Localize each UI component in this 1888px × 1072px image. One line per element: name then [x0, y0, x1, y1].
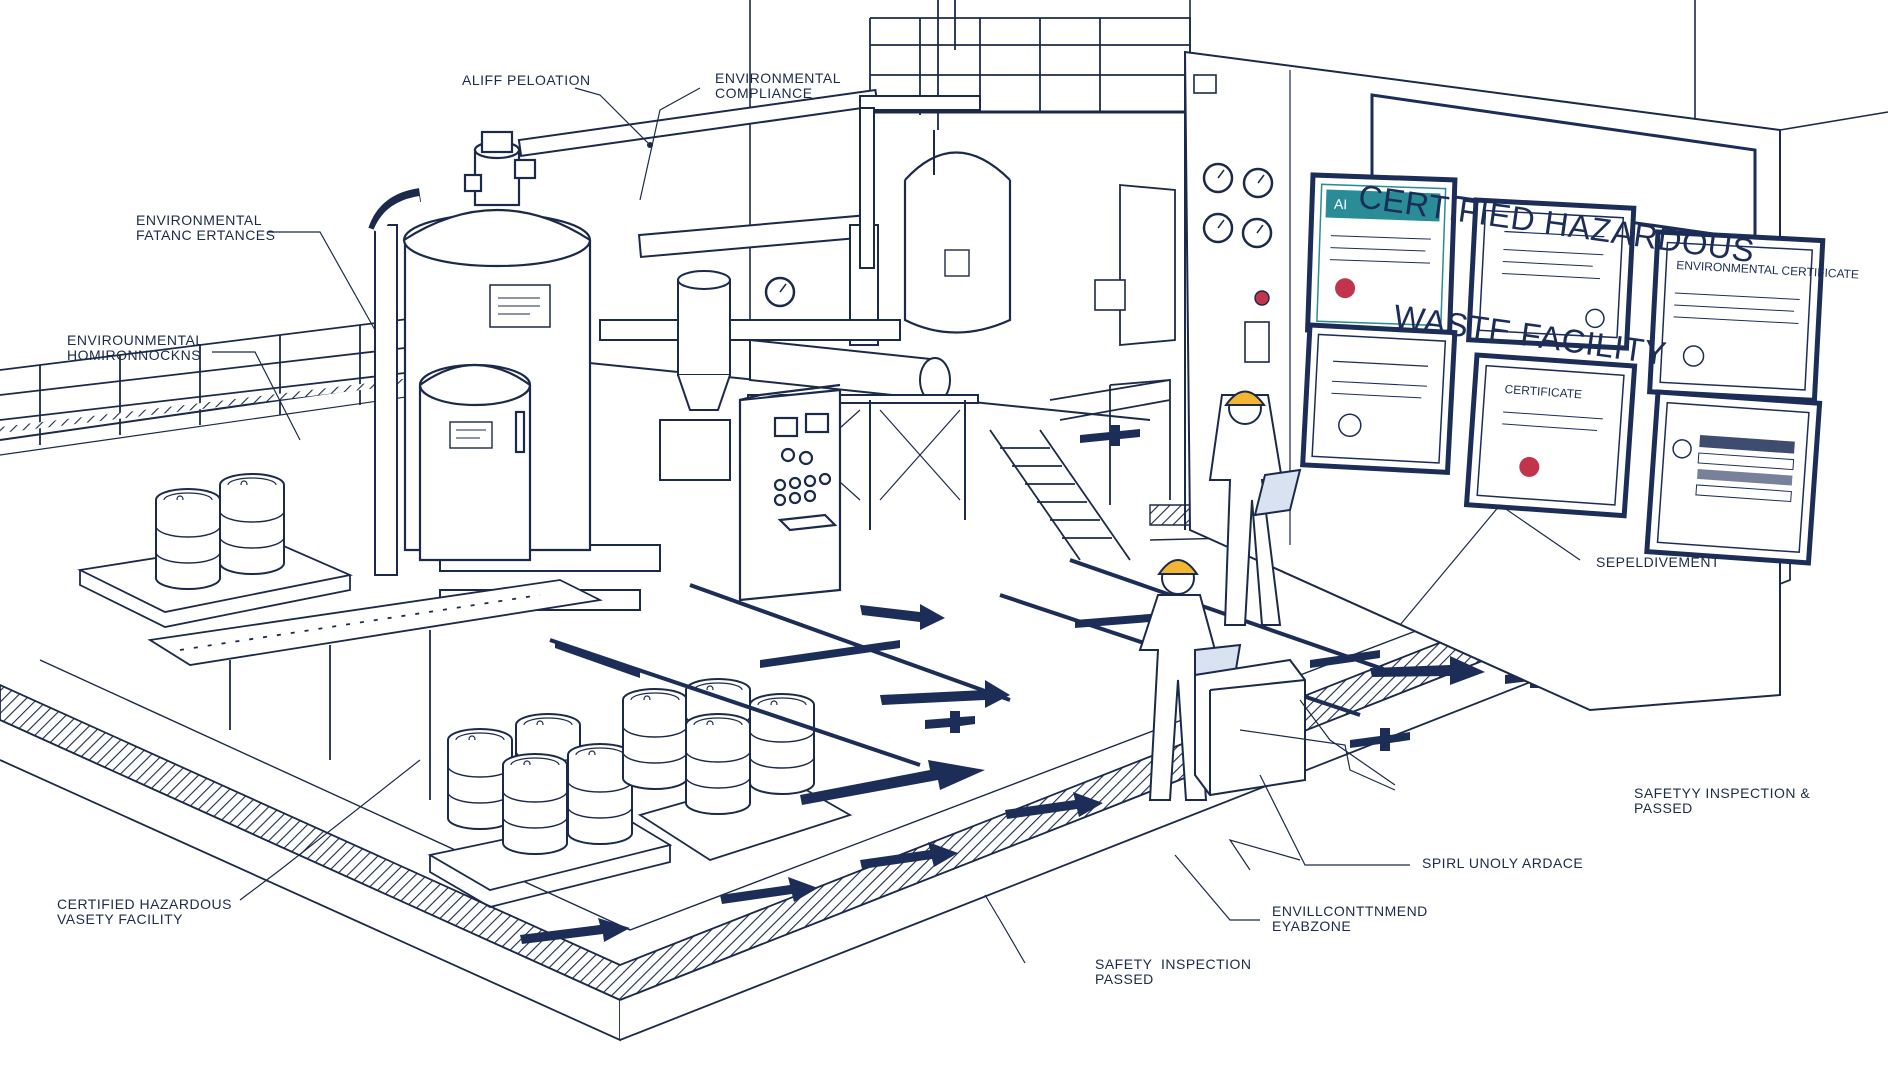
callout-env-homi-line-1: ENVIROUNMENTAL — [67, 332, 204, 348]
callout-safety-right-line-1: SAFETYY INSPECTION & — [1634, 785, 1811, 801]
short-storage-tank — [418, 363, 532, 562]
callout-certified-left-line-1: CERTIFIED HAZARDOUS — [57, 896, 232, 912]
callout-safety-bottom-line-2: PASSED — [1095, 971, 1154, 987]
worker-with-clipboard — [1208, 390, 1302, 626]
callout-envill-line-1: ENVILLCONTTNMEND — [1272, 903, 1428, 919]
callout-alif-pelocation: ALIFF PELOATION — [462, 73, 591, 88]
callout-env-entrances-line-1: ENVIRONMENTAL — [136, 212, 263, 228]
control-panel — [738, 383, 842, 602]
certificate-5: CERTIFICATE — [1463, 352, 1638, 519]
sign-title-line-2: WASTE FACILITY — [1391, 297, 1670, 373]
callout-spirl-unoly-ardace: SPIRL UNOLY ARDACE — [1422, 856, 1583, 871]
callout-safety-right-line-2: PASSED — [1634, 800, 1693, 816]
callout-envill-line-2: EYABZONE — [1272, 918, 1352, 934]
callout-leaders — [212, 87, 1581, 964]
certificate-6 — [1644, 389, 1823, 566]
certificate-4 — [1300, 322, 1458, 476]
facility-sign-title: CERTIFIED HAZARDOUS WASTE FACILITY — [1335, 102, 1757, 418]
callout-env-entrances-line-2: FATANC ERTANCES — [136, 227, 276, 243]
certificate-1-heading: AI — [1334, 196, 1348, 212]
certificate-2 — [1466, 197, 1637, 351]
certificate-1: AI — [1305, 172, 1458, 338]
barrels-left-group — [77, 473, 353, 628]
callout-safety-inspection-right: SAFETYY INSPECTION &PASSED — [1634, 786, 1810, 816]
callout-sepeldivement: SEPELDIVEMENT — [1596, 555, 1720, 570]
conveyor — [147, 579, 603, 800]
filter-column — [659, 270, 796, 481]
certificate-5-heading: CERTIFICATE — [1504, 382, 1582, 401]
inspection-pedestal — [1194, 658, 1306, 797]
callout-sepeldivement-text: SEPELDIVEMENT — [1596, 554, 1720, 570]
callout-env-homi-line-2: HOMIRONNOCKNS — [67, 347, 202, 363]
callout-env-compliance-line-2: COMPLIANCE — [715, 85, 813, 101]
certificate-frames: AI ENVIRONMENTAL CERTIFICATE — [1300, 172, 1859, 566]
sign-title-line-1: CERTIFIED HAZARDOUS — [1356, 177, 1757, 270]
callout-alif-pelocation-text: ALIFF PELOATION — [462, 72, 591, 88]
barrels-center-group — [427, 678, 853, 908]
pipework — [368, 88, 981, 611]
certificate-3: ENVIRONMENTAL CERTIFICATE — [1646, 229, 1859, 404]
rear-reactor-vessel — [903, 130, 1012, 334]
callout-spirl-text: SPIRL UNOLY ARDACE — [1422, 855, 1584, 871]
callout-safety-bottom-line-1: SAFETY INSPECTION — [1095, 956, 1252, 972]
callout-certified-left-line-2: VASETY FACILITY — [57, 911, 184, 927]
background-building — [749, 0, 1888, 330]
callout-env-compliance-line-1: ENVIRONMENTAL — [715, 70, 842, 86]
